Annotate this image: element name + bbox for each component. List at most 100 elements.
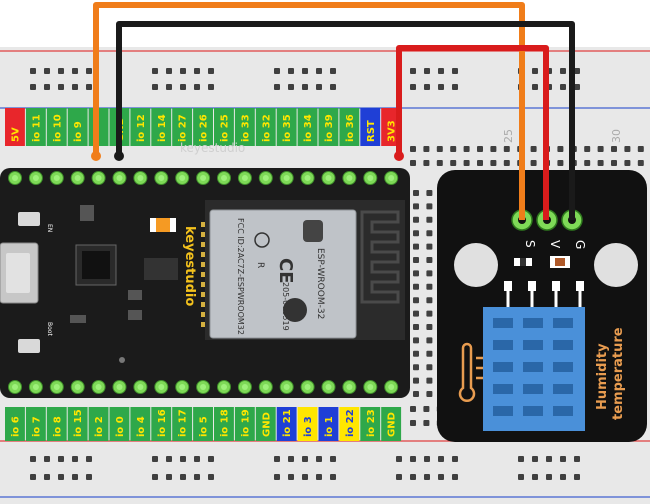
mount-hole-right	[594, 243, 638, 287]
pin-label-bottom-16: io 22	[345, 409, 356, 437]
boot-button-label: Boot	[46, 322, 53, 336]
pin-label-bottom-bg-17	[360, 407, 381, 441]
pin-label-bottom-4: io 2	[94, 416, 105, 437]
pin-label-bottom-14: io 3	[303, 416, 314, 437]
pin-label-top-15: io 39	[324, 114, 335, 142]
board-pin-row-top	[8, 171, 399, 327]
pin-label-top-bg-14	[297, 108, 318, 146]
pin-label-top-bg-10	[214, 108, 234, 146]
sensor-label-line2: temperature	[611, 327, 626, 420]
ce-mark: CE	[275, 258, 296, 284]
pin-label-top-bg-7	[151, 108, 172, 146]
pin-label-top-3: io 9	[73, 121, 84, 142]
wire-ends	[91, 151, 404, 161]
pin-label-bottom-bg-7	[151, 407, 172, 441]
pin-label-bottom-6: io 4	[136, 416, 147, 437]
module-name: ESP-WROOM-32	[315, 248, 325, 319]
fcc-label: FCC ID:2AC7Z-ESPWROOM32	[236, 218, 245, 335]
pin-label-top-1: io 11	[31, 114, 42, 142]
pin-label-bottom-3: io 15	[73, 409, 84, 437]
pin-label-top-6: io 12	[136, 114, 147, 142]
pin-label-bottom-18: GND	[387, 412, 398, 437]
pin-label-top-bg-9	[193, 108, 213, 146]
mount-hole-left	[454, 243, 498, 287]
pin-label-bottom-12: GND	[261, 412, 272, 437]
pin-label-bottom-bg-14	[297, 407, 318, 441]
espressif-logo	[283, 298, 307, 322]
sensor-pin-label-0: S	[523, 240, 537, 248]
pin-label-bottom-11: io 19	[240, 409, 251, 437]
pin-label-bottom-1: io 7	[31, 416, 42, 437]
pin-label-bottom-bg-16	[339, 407, 360, 441]
en-button[interactable]	[18, 212, 40, 226]
pin-label-top-bg-17	[360, 108, 381, 146]
signal-wire	[93, 2, 525, 220]
pin-label-bottom-bg-15	[318, 407, 339, 441]
sensor-label-line1: Humidity	[595, 343, 610, 410]
pin-label-bottom-bg-3	[67, 407, 88, 441]
pin-label-top-12: io 32	[261, 114, 272, 142]
pin-label-bottom-8: io 17	[178, 409, 189, 437]
sensor-pin-label-2: G	[573, 240, 587, 249]
pin-label-bottom-bg-8	[172, 407, 193, 441]
boot-button[interactable]	[18, 339, 40, 353]
pin-label-top-bg-6	[130, 108, 151, 146]
pin-label-top-0: 5V	[10, 127, 21, 142]
pin-label-bottom-13: io 21	[282, 409, 293, 437]
pin-label-top-bg-15	[318, 108, 339, 146]
power-wire	[396, 45, 549, 220]
column-number-30: 30	[610, 129, 623, 143]
pin-label-bottom-10: io 18	[219, 409, 230, 437]
pin-label-bottom-5: io 0	[115, 416, 126, 437]
pin-label-bottom-bg-6	[130, 407, 151, 441]
pin-label-bottom-bg-13	[276, 407, 297, 441]
pin-label-top-bg-16	[339, 108, 360, 146]
pin-label-top-16: io 36	[345, 114, 356, 142]
pin-label-top-9: io 26	[199, 114, 210, 142]
pin-label-top-bg-2	[46, 108, 67, 146]
pin-label-bottom-bg-4	[88, 407, 109, 441]
pin-label-top-8: io 27	[178, 114, 189, 142]
pin-label-top-bg-11	[234, 108, 255, 146]
pin-label-top-bg-13	[276, 108, 297, 146]
column-number-25: 25	[502, 129, 515, 143]
pin-label-top-2: io 10	[52, 114, 63, 142]
pin-label-bottom-15: io 1	[324, 416, 335, 437]
pin-label-bottom-bg-2	[46, 407, 67, 441]
pin-label-top-bg-1	[25, 108, 46, 146]
pin-label-bottom-0: io 6	[10, 416, 21, 437]
wires	[93, 2, 575, 220]
pin-label-bottom-bg-18	[381, 407, 402, 441]
sensor-pin-label-1: V	[548, 240, 562, 249]
pin-label-top-bg-12	[255, 108, 276, 146]
pin-label-bottom-bg-10	[214, 407, 234, 441]
pin-label-top-17: RST	[366, 120, 377, 142]
pin-label-bottom-9: io 5	[199, 416, 210, 437]
r-mark: R	[255, 262, 265, 268]
pin-labels-bottom: io 6 io 7 io 8 io 15 io 2 io 0 io 4 io 16 io 17 i…	[5, 407, 402, 441]
brand-vertical-label: keyestudio	[182, 226, 197, 306]
pin-label-bottom-bg-0	[5, 407, 25, 441]
pin-label-top-14: io 34	[303, 114, 314, 142]
brand-label: keyestudio	[180, 141, 245, 155]
pin-label-top-10: io 25	[219, 114, 230, 142]
wifi-logo	[303, 220, 323, 242]
esp32-board: keyestudio EN Boot keyestudio FCC ID:2AC…	[0, 141, 410, 398]
pin-label-bottom-7: io 16	[157, 409, 168, 437]
pin-label-bottom-bg-5	[109, 407, 130, 441]
pin-label-top-bg-8	[172, 108, 193, 146]
esp-wroom-module: FCC ID:2AC7Z-ESPWROOM32 R CE 205-000519 …	[205, 200, 405, 340]
pin-label-bottom-bg-12	[255, 407, 276, 441]
board-pin-row-bottom	[8, 380, 399, 394]
pin-label-bottom-17: io 23	[366, 409, 377, 437]
pin-label-bottom-bg-9	[193, 407, 213, 441]
thermometer-icon	[458, 342, 483, 402]
humidity-temperature-sensor: S V G Humidity temperature	[437, 170, 647, 442]
pin-label-top-18: 3V3	[387, 120, 398, 142]
pin-label-bottom-bg-1	[25, 407, 46, 441]
pin-label-bottom-bg-11	[234, 407, 255, 441]
pin-label-bottom-2: io 8	[52, 416, 63, 437]
pin-label-top-13: io 35	[282, 114, 293, 142]
en-button-label: EN	[46, 224, 53, 232]
